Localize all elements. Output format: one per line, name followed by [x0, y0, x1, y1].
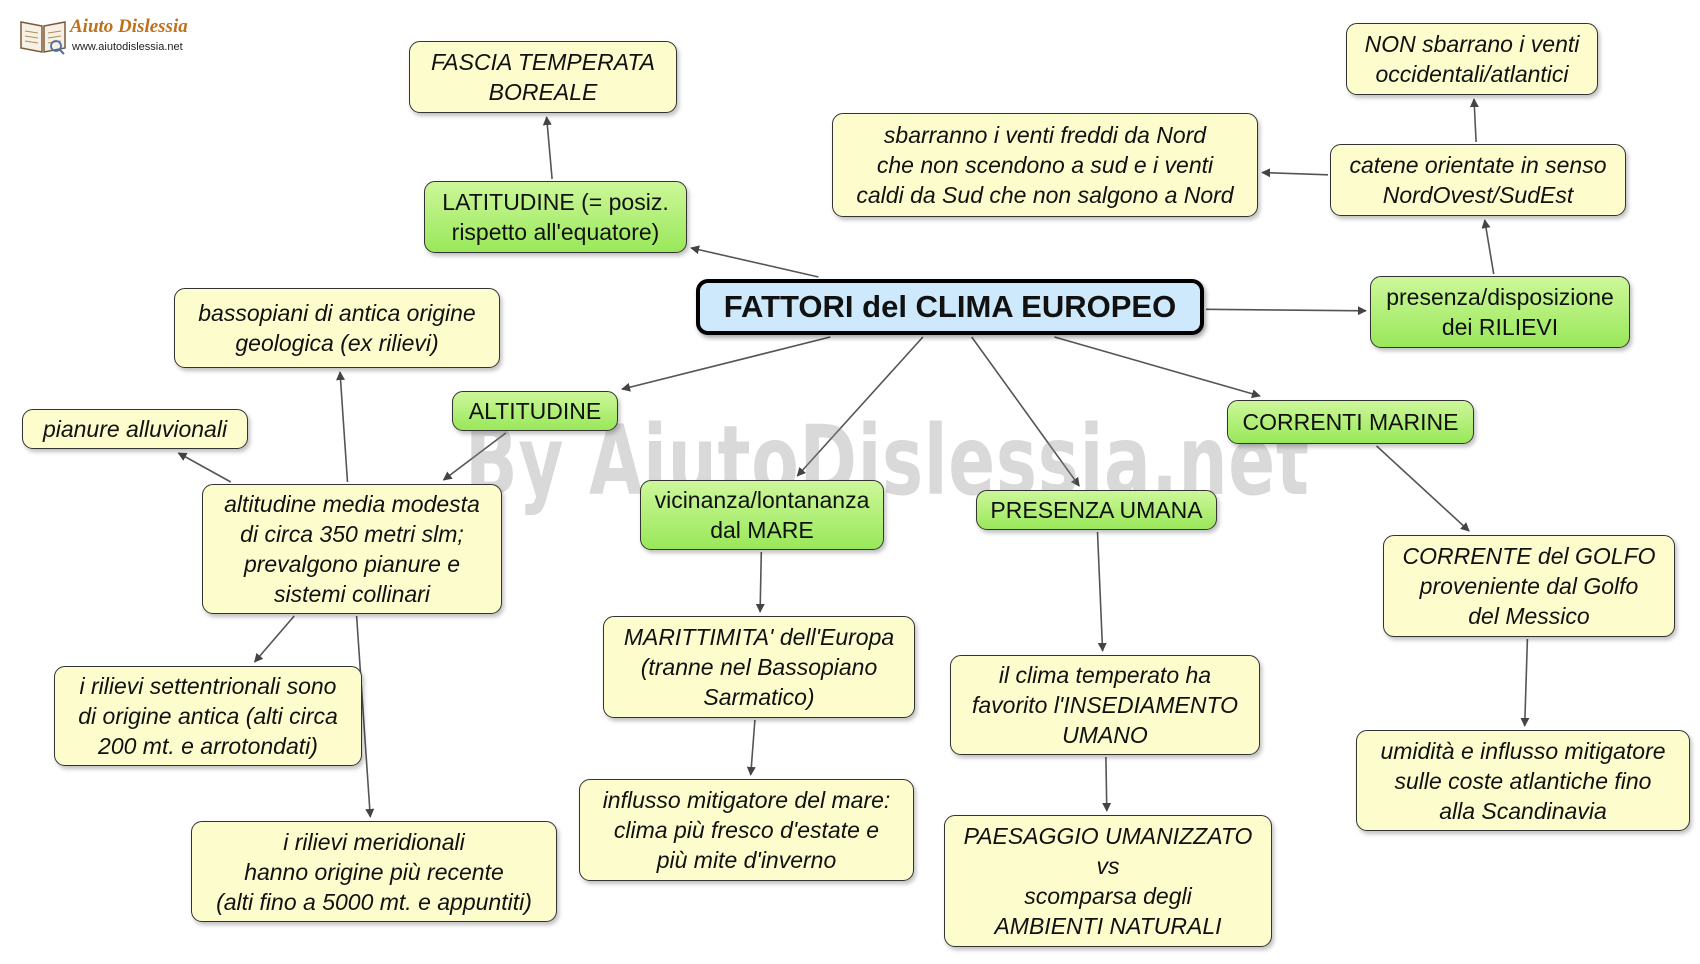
node-fascia-temperata[interactable]: FASCIA TEMPERATA BOREALE: [409, 41, 677, 113]
arrow-mare-to-marittimita: [755, 551, 765, 613]
connector-arrows: [177, 98, 1530, 818]
node-vicinanza-mare[interactable]: vicinanza/lontananza dal MARE: [640, 480, 884, 550]
arrow-altitudine_media-to-pianure: [177, 452, 232, 483]
arrow-altitudine-to-altitudine_media: [442, 432, 507, 481]
logo-url[interactable]: www.aiutodislessia.net: [72, 41, 183, 53]
arrow-latitudine-to-fascia: [542, 116, 553, 180]
arrow-altitudine_media-to-rilievi_meridionali: [355, 615, 375, 818]
arrow-presenza_umana-to-insediamento: [1096, 531, 1107, 652]
arrow-altitudine_media-to-rilievi_settentrionali: [253, 615, 295, 663]
node-insediamento-umano[interactable]: il clima temperato ha favorito l'INSEDIA…: [950, 655, 1260, 755]
node-influsso-mitigatore-mare[interactable]: influsso mitigatore del mare: clima più …: [579, 779, 914, 881]
arrow-rilievi-to-catene: [1481, 219, 1495, 275]
arrow-correnti-to-golfo: [1376, 445, 1470, 532]
arrow-root-to-presenza_umana: [971, 336, 1080, 487]
root-node-fattori-clima[interactable]: FATTORI del CLIMA EUROPEO: [696, 279, 1204, 335]
arrow-golfo-to-umidita: [1520, 638, 1530, 727]
node-corrente-golfo[interactable]: CORRENTE del GOLFO proveniente dal Golfo…: [1383, 535, 1675, 637]
arrow-root-to-latitudine: [690, 245, 819, 278]
node-latitudine[interactable]: LATITUDINE (= posiz. rispetto all'equato…: [424, 181, 687, 253]
node-non-sbarrano-venti[interactable]: NON sbarrano i venti occidentali/atlanti…: [1346, 23, 1598, 95]
node-pianure-alluvionali[interactable]: pianure alluvionali: [22, 409, 248, 449]
logo-title: Aiuto Dislessia: [70, 16, 188, 37]
node-altitudine-media[interactable]: altitudine media modesta di circa 350 me…: [202, 484, 502, 614]
arrow-marittimita-to-influsso_mare: [746, 719, 756, 776]
arrow-catene-to-non_sbarrano: [1469, 98, 1479, 143]
node-rilievi-meridionali[interactable]: i rilievi meridionali hanno origine più …: [191, 821, 557, 922]
arrow-root-to-correnti: [1054, 336, 1261, 399]
arrow-altitudine_media-to-bassopiani: [336, 371, 349, 483]
node-presenza-umana[interactable]: PRESENZA UMANA: [976, 490, 1217, 530]
node-sbarrano-venti-freddi[interactable]: sbarranno i venti freddi da Nord che non…: [832, 113, 1258, 217]
book-icon: [20, 21, 66, 55]
arrow-root-to-mare: [796, 336, 924, 477]
node-marittimita[interactable]: MARITTIMITA' dell'Europa (tranne nel Bas…: [603, 616, 915, 718]
node-correnti-marine[interactable]: CORRENTI MARINE: [1227, 400, 1474, 444]
node-bassopiani[interactable]: bassopiani di antica origine geologica (…: [174, 288, 500, 368]
arrow-catene-to-sbarrano: [1261, 168, 1329, 178]
node-umidita-coste-atlantiche[interactable]: umidità e influsso mitigatore sulle cost…: [1356, 730, 1690, 831]
site-logo: Aiuto Dislessia www.aiutodislessia.net: [18, 16, 208, 58]
arrow-root-to-rilievi: [1205, 306, 1367, 316]
arrow-root-to-altitudine: [621, 336, 831, 392]
node-rilievi-settentrionali[interactable]: i rilievi settentrionali sono di origine…: [54, 666, 362, 766]
node-paesaggio-umanizzato[interactable]: PAESAGGIO UMANIZZATO vs scomparsa degli …: [944, 815, 1272, 947]
node-catene-orientate[interactable]: catene orientate in senso NordOvest/SudE…: [1330, 144, 1626, 216]
node-altitudine[interactable]: ALTITUDINE: [452, 391, 618, 431]
arrow-insediamento-to-paesaggio: [1102, 756, 1112, 812]
node-disposizione-rilievi[interactable]: presenza/disposizione dei RILIEVI: [1370, 276, 1630, 348]
